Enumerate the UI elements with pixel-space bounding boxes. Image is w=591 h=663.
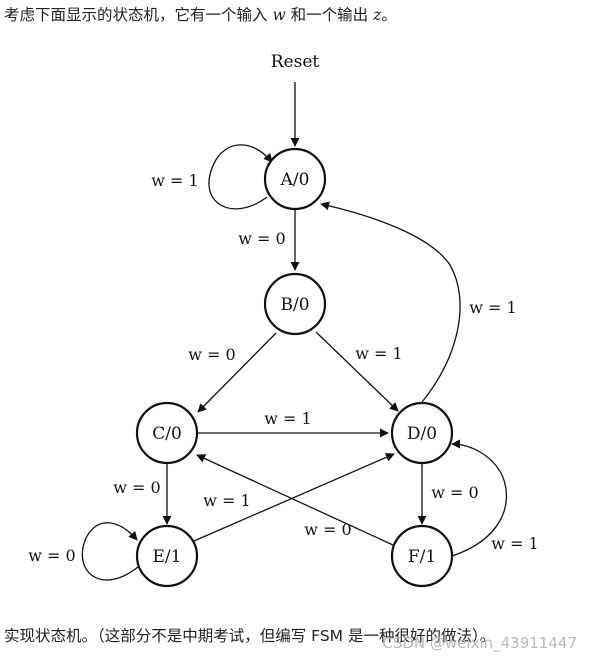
- edge-b-to-d: [315, 331, 399, 412]
- label-e-self: w = 0: [28, 546, 75, 565]
- label-d-to-f: w = 0: [431, 483, 478, 502]
- label-c-to-e: w = 0: [113, 478, 160, 497]
- state-a-circle: [263, 147, 327, 211]
- label-f-to-d: w = 1: [491, 534, 538, 553]
- edge-e-to-d: [193, 453, 395, 542]
- label-d-to-a: w = 1: [469, 298, 516, 317]
- edge-a-self: [208, 144, 273, 210]
- edge-f-to-c: [196, 454, 394, 546]
- state-f-circle: [390, 524, 454, 588]
- label-b-to-c: w = 0: [188, 345, 235, 364]
- state-f: F/1: [390, 524, 454, 588]
- edge-b-to-c: [197, 332, 277, 413]
- edge-e-self: [81, 522, 139, 581]
- state-c-circle: [135, 401, 199, 465]
- state-d: D/0: [390, 401, 454, 465]
- label-b-to-d: w = 1: [355, 344, 402, 363]
- state-e-circle: [135, 524, 199, 588]
- intro-text-1: 考虑下面显示的状态机，它有一个输入: [4, 6, 273, 24]
- state-d-label: D/0: [407, 424, 437, 444]
- state-a-label: A/0: [280, 170, 310, 190]
- watermark: CSDN @weixin_43911447: [382, 634, 577, 652]
- intro-text-2: 和一个输出: [285, 6, 374, 24]
- state-b-circle: [263, 272, 327, 336]
- edge-d-to-a: [320, 201, 461, 403]
- state-c-label: C/0: [152, 424, 182, 444]
- label-e-to-d: w = 1: [203, 491, 250, 510]
- edge-f-to-d: [451, 439, 508, 557]
- state-a: A/0: [263, 147, 327, 211]
- task-instruction: 实现状态机。（这部分不是中期考试，但编写 FSM 是一种很好的做法）。: [4, 627, 496, 645]
- state-d-circle: [390, 401, 454, 465]
- input-variable: w: [272, 6, 286, 24]
- state-b-label: B/0: [280, 295, 309, 315]
- state-e-label: E/1: [153, 547, 182, 567]
- state-c: C/0: [135, 401, 199, 465]
- output-variable: z: [373, 6, 382, 24]
- problem-statement: 考虑下面显示的状态机，它有一个输入 w 和一个输出 z。: [4, 2, 397, 28]
- label-f-to-c: w = 0: [304, 520, 351, 539]
- state-f-label: F/1: [408, 547, 436, 567]
- state-e: E/1: [135, 524, 199, 588]
- label-c-to-d: w = 1: [264, 409, 311, 428]
- intro-text-3: 。: [381, 6, 397, 24]
- label-a-self: w = 1: [151, 171, 198, 190]
- state-b: B/0: [263, 272, 327, 336]
- reset-label: Reset: [271, 52, 320, 72]
- label-a-to-b: w = 0: [238, 229, 285, 248]
